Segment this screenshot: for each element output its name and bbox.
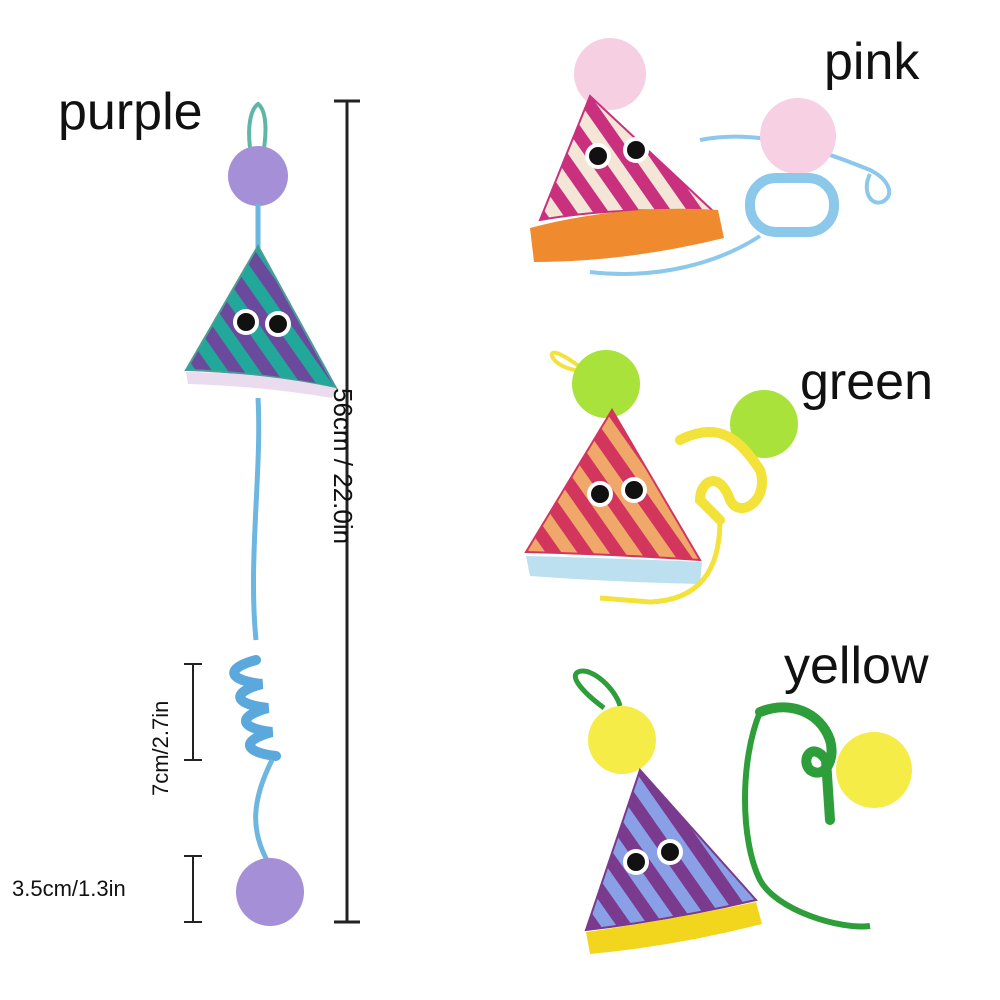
variant-label-purple: purple bbox=[58, 83, 203, 141]
total-length-label: 56cm / 22.0in bbox=[328, 388, 358, 545]
ball-diameter-label: 3.5cm/1.3in bbox=[12, 876, 126, 901]
variant-label-pink: pink bbox=[824, 33, 920, 91]
yellow-toy bbox=[572, 668, 912, 954]
ball-diameter-dimension bbox=[184, 855, 202, 923]
purple-toy bbox=[184, 101, 338, 926]
spring-length-dimension bbox=[184, 663, 202, 761]
green-toy bbox=[524, 350, 798, 605]
variant-label-yellow: yellow bbox=[784, 637, 929, 695]
variant-label-green: green bbox=[800, 353, 933, 411]
spring-length-label: 7cm/2.7in bbox=[148, 700, 173, 796]
pink-toy bbox=[530, 38, 892, 276]
total-length-dimension bbox=[334, 99, 360, 924]
